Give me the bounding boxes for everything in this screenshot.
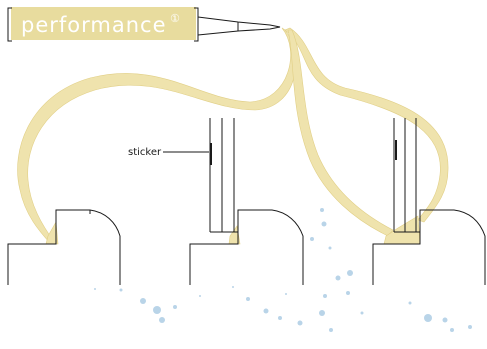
- droplet: [408, 301, 412, 305]
- droplets: [94, 208, 472, 332]
- station-middle: [163, 118, 304, 285]
- droplet: [159, 317, 165, 323]
- droplet: [319, 310, 325, 316]
- sticker-label: sticker: [128, 147, 162, 158]
- droplet: [173, 305, 177, 309]
- tape-ribbon-left: [17, 27, 296, 244]
- droplet: [140, 298, 146, 304]
- droplet: [94, 288, 96, 290]
- droplet: [346, 291, 350, 295]
- tape-ribbon-right-inner: [287, 29, 394, 237]
- workpiece-left: [7, 209, 121, 285]
- tape-tail-right: [383, 215, 421, 245]
- droplet: [320, 208, 324, 212]
- droplet: [468, 325, 472, 329]
- droplet: [450, 328, 454, 332]
- workpiece-middle: [189, 209, 304, 285]
- droplet: [321, 221, 327, 227]
- droplet: [263, 308, 269, 314]
- droplet: [285, 293, 287, 295]
- tape-tail-middle: [228, 225, 241, 245]
- droplet: [360, 311, 364, 315]
- droplet: [442, 317, 448, 323]
- tag-title: performance: [21, 13, 167, 37]
- droplet: [347, 270, 353, 276]
- applicator-nozzle: [197, 16, 281, 36]
- tape-ribbons: [17, 27, 449, 245]
- droplet: [329, 328, 333, 332]
- droplet: [424, 314, 432, 322]
- tag-background: [11, 7, 196, 40]
- droplet: [199, 295, 201, 297]
- droplet: [297, 320, 303, 326]
- droplet: [153, 306, 161, 314]
- station-left: [7, 209, 121, 285]
- performance-tag: performance ①: [7, 7, 281, 42]
- circled-one-icon: ①: [170, 12, 180, 25]
- station-right: [372, 118, 486, 285]
- tag-left-bracket: [7, 7, 12, 42]
- droplet: [232, 286, 234, 288]
- droplet: [246, 297, 250, 301]
- droplet: [323, 294, 327, 298]
- tape-ribbon-right-outer: [284, 27, 449, 223]
- tape-tail-left: [45, 221, 59, 245]
- droplet: [328, 246, 332, 250]
- tag-right-bracket: [194, 7, 199, 42]
- droplet: [119, 288, 123, 292]
- droplet: [310, 237, 314, 241]
- droplet: [335, 275, 341, 281]
- droplet: [278, 316, 282, 320]
- workpiece-right: [372, 209, 486, 285]
